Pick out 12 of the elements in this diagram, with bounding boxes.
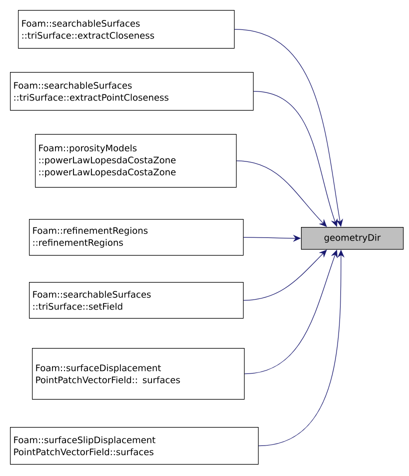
arrow — [253, 91, 338, 227]
function-box: geometryDir — [301, 227, 404, 250]
arrow — [236, 160, 327, 227]
function-box: Foam::searchableSurfaces ::triSurface::extractCloseness — [18, 10, 235, 49]
function-box: Foam::searchableSurfaces ::triSurface::setField — [29, 282, 244, 319]
function-box: Foam::porosityModels ::powerLawLopesdaCostaZone ::powerLawLopesdaCostaZone — [35, 134, 237, 188]
function-box: Foam::searchableSurfaces ::triSurface::extractPointCloseness — [10, 72, 254, 111]
function-box: Foam::refinementRegions ::refinementRegions — [29, 219, 244, 256]
function-box: Foam::surfaceSlipDisplacement PointPatchVectorField::surfaces — [10, 427, 259, 465]
arrow — [234, 29, 344, 227]
function-box: Foam::surfaceDisplacement PointPatchVectorField:: surfaces — [32, 348, 245, 400]
arrow — [243, 250, 327, 301]
